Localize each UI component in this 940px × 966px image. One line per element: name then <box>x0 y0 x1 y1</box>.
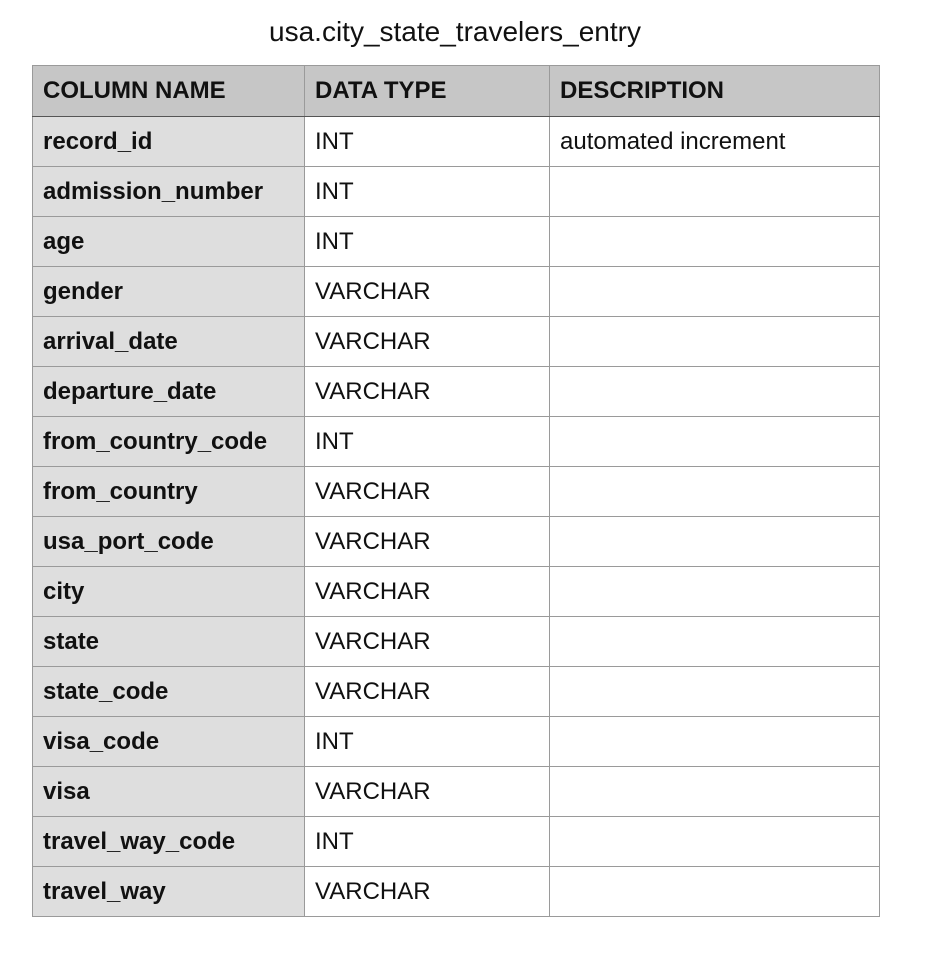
data-type-cell: INT <box>304 216 550 267</box>
description-cell <box>549 166 880 217</box>
description-cell <box>549 866 880 917</box>
column-header-description: DESCRIPTION <box>549 65 880 117</box>
table-row: admission_number INT <box>32 166 880 217</box>
column-name-cell: visa_code <box>32 716 305 767</box>
column-header-name: COLUMN NAME <box>32 65 305 117</box>
table-header: COLUMN NAME DATA TYPE DESCRIPTION <box>32 65 880 117</box>
table-row: travel_way VARCHAR <box>32 866 880 917</box>
data-type-cell: VARCHAR <box>304 566 550 617</box>
description-cell: automated increment <box>549 116 880 167</box>
table-row: city VARCHAR <box>32 566 880 617</box>
column-name-cell: state_code <box>32 666 305 717</box>
description-cell <box>549 666 880 717</box>
table-row: age INT <box>32 216 880 267</box>
table-row: gender VARCHAR <box>32 266 880 317</box>
data-type-cell: VARCHAR <box>304 466 550 517</box>
column-name-cell: usa_port_code <box>32 516 305 567</box>
schema-table: COLUMN NAME DATA TYPE DESCRIPTION record… <box>32 65 880 917</box>
table-row: usa_port_code VARCHAR <box>32 516 880 567</box>
description-cell <box>549 516 880 567</box>
data-type-cell: VARCHAR <box>304 666 550 717</box>
data-type-cell: VARCHAR <box>304 766 550 817</box>
column-name-cell: record_id <box>32 116 305 167</box>
column-name-cell: departure_date <box>32 366 305 417</box>
description-cell <box>549 766 880 817</box>
data-type-cell: INT <box>304 166 550 217</box>
data-type-cell: VARCHAR <box>304 266 550 317</box>
table-row: record_id INT automated increment <box>32 116 880 167</box>
data-type-cell: VARCHAR <box>304 616 550 667</box>
column-name-cell: city <box>32 566 305 617</box>
description-cell <box>549 466 880 517</box>
table-row: from_country VARCHAR <box>32 466 880 517</box>
description-cell <box>549 566 880 617</box>
description-cell <box>549 716 880 767</box>
table-row: departure_date VARCHAR <box>32 366 880 417</box>
table-row: visa_code INT <box>32 716 880 767</box>
column-name-cell: state <box>32 616 305 667</box>
page-title: usa.city_state_travelers_entry <box>269 16 641 47</box>
description-cell <box>549 816 880 867</box>
table-body: record_id INT automated increment admiss… <box>32 116 880 917</box>
description-cell <box>549 416 880 467</box>
data-type-cell: VARCHAR <box>304 366 550 417</box>
column-name-cell: from_country <box>32 466 305 517</box>
column-name-cell: from_country_code <box>32 416 305 467</box>
data-type-cell: VARCHAR <box>304 316 550 367</box>
header-row: COLUMN NAME DATA TYPE DESCRIPTION <box>32 65 880 117</box>
description-cell <box>549 266 880 317</box>
table-row: travel_way_code INT <box>32 816 880 867</box>
column-name-cell: travel_way <box>32 866 305 917</box>
column-name-cell: age <box>32 216 305 267</box>
data-type-cell: INT <box>304 416 550 467</box>
description-cell <box>549 366 880 417</box>
column-name-cell: admission_number <box>32 166 305 217</box>
description-cell <box>549 316 880 367</box>
table-row: state VARCHAR <box>32 616 880 667</box>
table-row: state_code VARCHAR <box>32 666 880 717</box>
table-row: arrival_date VARCHAR <box>32 316 880 367</box>
column-name-cell: visa <box>32 766 305 817</box>
column-name-cell: travel_way_code <box>32 816 305 867</box>
data-type-cell: INT <box>304 816 550 867</box>
table-row: from_country_code INT <box>32 416 880 467</box>
data-type-cell: INT <box>304 116 550 167</box>
data-type-cell: INT <box>304 716 550 767</box>
description-cell <box>549 216 880 267</box>
description-cell <box>549 616 880 667</box>
data-type-cell: VARCHAR <box>304 866 550 917</box>
column-name-cell: gender <box>32 266 305 317</box>
column-header-type: DATA TYPE <box>304 65 550 117</box>
column-name-cell: arrival_date <box>32 316 305 367</box>
data-type-cell: VARCHAR <box>304 516 550 567</box>
table-row: visa VARCHAR <box>32 766 880 817</box>
